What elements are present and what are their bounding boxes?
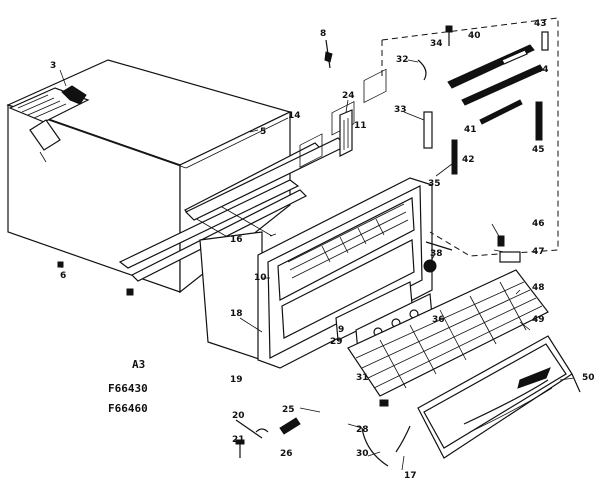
callout-25: 25: [282, 405, 295, 415]
mounting-bracket: [339, 109, 353, 157]
screw: [324, 39, 333, 69]
callout-40: 40: [468, 31, 481, 41]
callout-33: 33: [394, 105, 407, 115]
model-number-1: F66430: [108, 382, 148, 395]
callout-20: 20: [232, 411, 245, 421]
callout-29: 29: [330, 337, 343, 347]
callout-34: 34: [430, 39, 443, 49]
callout-41: 41: [464, 125, 477, 135]
callout-36: 36: [432, 315, 445, 325]
callout-42: 42: [462, 155, 475, 165]
callout-24: 24: [342, 91, 355, 101]
callout-9: 9: [338, 325, 344, 335]
callout-labels: 3 5 6 8 9 10 11 14 16 17 18 19 20 21 24 …: [50, 19, 595, 481]
callout-32: 32: [396, 55, 409, 65]
parts-group-boundary: [381, 17, 559, 257]
model-number-2: F66460: [108, 402, 148, 415]
callout-3: 3: [50, 61, 56, 71]
front-grille: [347, 269, 549, 407]
callout-17: 17: [404, 471, 417, 481]
callout-44: 44: [536, 65, 549, 75]
insulation-panel: [199, 231, 263, 361]
callout-16: 16: [230, 235, 243, 245]
callout-19: 19: [230, 375, 243, 385]
model-line-label: A3: [132, 358, 145, 371]
callout-48: 48: [532, 283, 545, 293]
callout-11: 11: [354, 121, 367, 131]
louver-panel: [417, 335, 581, 459]
callout-6: 6: [60, 271, 66, 281]
model-identification: A3 F66430 F66460: [108, 358, 148, 415]
callout-26: 26: [280, 449, 293, 459]
callout-47: 47: [532, 247, 545, 257]
callout-18: 18: [230, 309, 243, 319]
callout-43: 43: [534, 19, 547, 29]
callout-46: 46: [532, 219, 545, 229]
trim-strips: [417, 25, 549, 273]
front-panel: [257, 68, 433, 369]
callout-49: 49: [532, 315, 545, 325]
callout-30: 30: [356, 449, 369, 459]
callout-5: 5: [260, 127, 266, 137]
callout-28: 28: [356, 425, 369, 435]
callout-31: 31: [356, 373, 369, 383]
callout-21: 21: [232, 435, 245, 445]
callout-45: 45: [532, 145, 545, 155]
callout-35: 35: [428, 179, 441, 189]
callout-50: 50: [582, 373, 595, 383]
small-hardware: [235, 417, 411, 467]
leader-lines: [59, 59, 575, 471]
callout-14: 14: [288, 111, 301, 121]
callout-38: 38: [430, 249, 443, 259]
callout-8: 8: [320, 29, 326, 39]
callout-10: 10: [254, 273, 267, 283]
